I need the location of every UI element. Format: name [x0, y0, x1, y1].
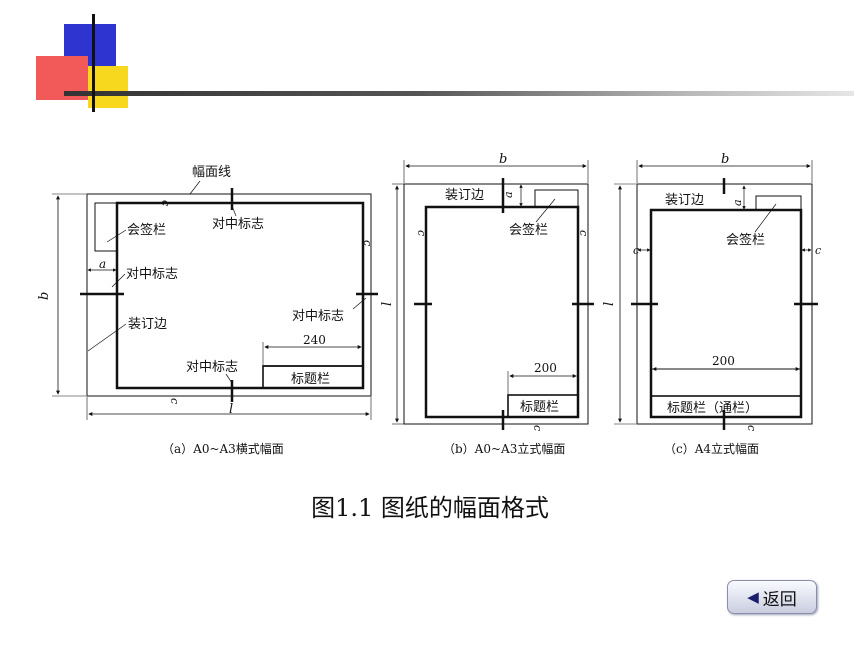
deco-vertical-line — [92, 14, 95, 112]
panel-a-dim-c-right: c — [361, 240, 374, 246]
panel-b-dim-c-left: c — [415, 230, 428, 236]
panel-c-leader — [754, 203, 777, 233]
panel-c-title-block — [650, 395, 802, 418]
panel-b-caption: （b）A0~A3立式幅面 — [443, 441, 565, 456]
panel-a-dim-b: b — [37, 292, 52, 300]
panel-b-dim-c-bottom: c — [531, 425, 544, 431]
panel-c-dim-c-right: c — [815, 244, 821, 257]
panel-b-countersign-label: 会签栏 — [509, 222, 548, 238]
panel-b-binding-edge-label: 装订边 — [445, 188, 484, 203]
panel-a-dim-l: l — [229, 402, 233, 417]
panel-a-dim-240: 240 — [303, 333, 326, 347]
panel-b-frame — [424, 205, 580, 419]
panel-a-countersign-label: 会签栏 — [127, 222, 166, 238]
panel-a-binding-edge-label: 装订边 — [128, 317, 167, 332]
panel-a-frame — [115, 201, 365, 390]
panel-a-leader — [225, 373, 233, 384]
panel-a-dim-c-bottom: c — [168, 398, 181, 404]
panel-a-border-line-label: 幅面线 — [192, 165, 231, 180]
panel-c-a4-portrait: b l a c c c 200 装订边 会签栏 标题栏（通栏） （c）A4立式幅… — [602, 152, 821, 456]
panel-b-dim-a: a — [502, 191, 515, 198]
panel-a-leader — [189, 180, 201, 195]
panel-c-dim-l: l — [602, 302, 617, 306]
panel-a-title-block-label: 标题栏 — [291, 372, 330, 387]
panel-a-leader — [231, 205, 237, 217]
panel-c-dim-c-left: c — [633, 244, 639, 257]
panel-c-dim-200: 200 — [712, 354, 735, 368]
panel-c-caption: （c）A4立式幅面 — [664, 441, 759, 456]
panel-b-dim-200: 200 — [534, 361, 557, 375]
deco-horizontal-line — [64, 91, 854, 96]
panel-c-dim-a: a — [731, 199, 744, 206]
panel-a-dim-a: a — [99, 257, 106, 271]
panel-b-leader — [535, 198, 556, 223]
panel-a-leader — [87, 323, 127, 352]
panel-a-center-mark-bottom-label: 对中标志 — [186, 360, 238, 375]
panel-c-dim-c-bottom: c — [745, 425, 758, 431]
panel-b-portrait: b l a c c c 200 装订边 会签栏 标题栏 （b）A0~A3立式幅面 — [380, 152, 594, 456]
panel-b-dim-b: b — [499, 152, 507, 167]
panel-c-sheet-border — [636, 183, 813, 425]
panel-a-dim-c-top: c — [159, 200, 172, 206]
back-button-label: 返回 — [762, 589, 797, 610]
panel-a-leader — [106, 229, 127, 243]
panel-a-leader — [352, 297, 367, 310]
panel-c-countersign-box — [755, 195, 802, 211]
panel-b-countersign-box — [534, 189, 579, 208]
panel-a-center-mark-left-label: 对中标志 — [126, 267, 178, 282]
panel-c-dim-b: b — [721, 152, 729, 167]
panel-a-center-mark-right-label: 对中标志 — [292, 309, 344, 324]
figure-caption: 图1.1 图纸的幅面格式 — [311, 494, 549, 522]
panel-b-dim-c-right: c — [577, 230, 590, 236]
back-button[interactable]: ◀ 返回 — [727, 580, 817, 614]
panel-a-leader — [111, 273, 126, 288]
panel-b-title-block — [507, 394, 579, 418]
panel-c-title-block-label: 标题栏（通栏） — [667, 401, 758, 416]
panel-a-center-mark-top-label: 对中标志 — [212, 217, 264, 232]
left-triangle-icon: ◀ — [747, 588, 759, 606]
panel-a-caption: （a）A0~A3横式幅面 — [162, 441, 284, 456]
panel-b-title-block-label: 标题栏 — [520, 400, 559, 415]
panel-b-dim-l: l — [380, 302, 395, 306]
panel-a-landscape: b l a c c c 240 幅面线 对中标志 会签栏 对中标志 装订边 对中… — [37, 165, 378, 456]
panel-c-countersign-label: 会签栏 — [726, 232, 765, 248]
panel-c-binding-edge-label: 装订边 — [665, 193, 704, 208]
panel-a-countersign-box — [94, 202, 118, 252]
